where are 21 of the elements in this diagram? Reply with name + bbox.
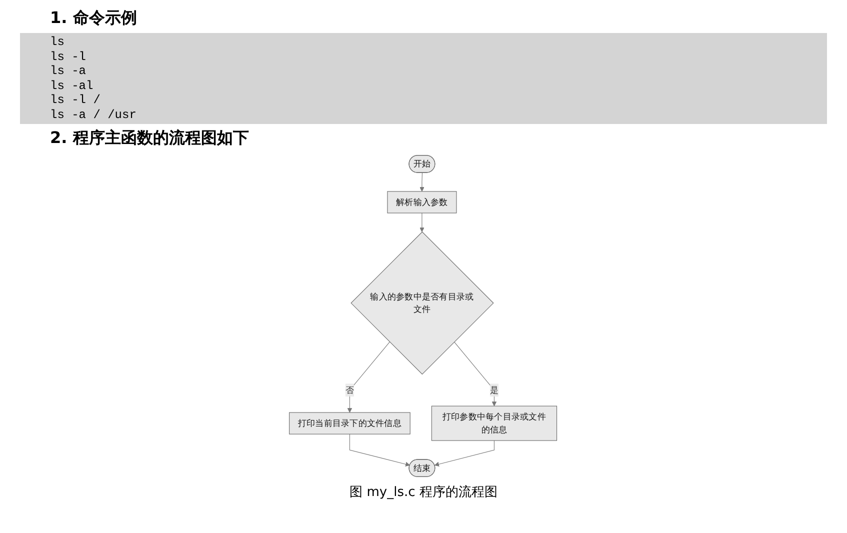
command-line: ls -l / (50, 93, 100, 108)
command-line: ls (50, 35, 64, 50)
arrow (420, 212, 425, 232)
arrow (348, 342, 390, 413)
node-box: 解析输入参数 (388, 191, 458, 214)
arrow (420, 172, 425, 192)
command-line: ls -a (50, 64, 86, 78)
command-line: ls -al (50, 78, 94, 93)
arrow (454, 342, 498, 406)
node-diamond: 输入的参数中是否有目录或文件 (351, 232, 494, 375)
section-heading: 1. 命令示例 (50, 8, 137, 29)
section-heading: 2. 程序主函数的流程图如下 (50, 128, 249, 149)
arrow (350, 434, 411, 466)
figure-caption: 图 my_ls.c 程序的流程图 (350, 484, 498, 501)
node-box: 打印参数中每个目录或文件的信息 (432, 406, 558, 441)
arrow (434, 440, 495, 466)
edge-label: 否 (346, 384, 354, 395)
command-line: ls -a / /usr (50, 108, 136, 122)
edge-label: 是 (490, 384, 499, 395)
node-box: 打印当前目录下的文件信息 (290, 412, 411, 434)
command-line: ls -l (50, 50, 86, 64)
